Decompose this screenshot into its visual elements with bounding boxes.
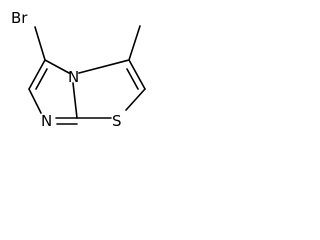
bond-c5-c6 (28, 59, 46, 90)
bridge-nitrogen-atom-label: N (68, 68, 79, 86)
sulfur-atom-label: S (112, 112, 122, 130)
bond-c8-n4 (72, 82, 78, 119)
atom-labels: Br N N S (11, 9, 122, 130)
bromine-atom-label: Br (11, 9, 28, 27)
bond-c3-n4 (78, 59, 130, 74)
imine-nitrogen-atom-label: N (41, 112, 52, 130)
bond-c5-br (34, 26, 46, 61)
bonds (28, 25, 146, 125)
molecule-structure: Br N N S (11, 9, 146, 130)
bond-c2-c3 (128, 59, 146, 90)
bond-c2-c3-inner (126, 68, 139, 90)
bond-c5-c6-inner (35, 68, 48, 90)
bond-c5-n4 (44, 59, 70, 74)
bond-c6-n7 (28, 88, 42, 114)
bond-c3-methyl (128, 25, 141, 61)
bond-s-c2 (125, 88, 146, 111)
